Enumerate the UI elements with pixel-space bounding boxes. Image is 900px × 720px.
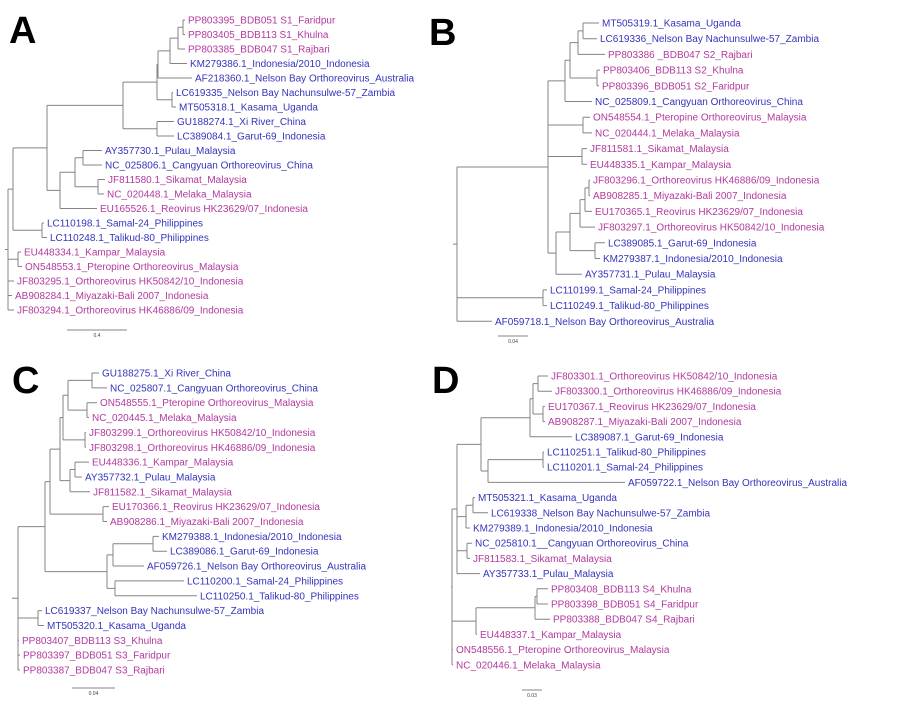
taxon-label: PP803398_BDB051 S4_Faridpur — [551, 600, 699, 611]
taxon-label: KM279389.1_Indonesia/2010_Indonesia — [473, 524, 653, 535]
taxon-label: LC619335_Nelson Bay Nachunsulwe-57_Zambi… — [176, 88, 395, 99]
taxon-label: JF803294.1_Orthoreovirus HK46886/09_Indo… — [17, 306, 244, 317]
taxon-label: AF218360.1_Nelson Bay Orthoreovirus_Aust… — [195, 74, 414, 85]
taxon-label: JF811581.1_Sikamat_Malaysia — [590, 144, 729, 155]
taxon-label: JF811582.1_Sikamat_Malaysia — [93, 487, 232, 498]
taxon-label: AB908285.1_Miyazaki-Bali 2007_Indonesia — [593, 191, 787, 202]
taxon-label: NC_025807.1_Cangyuan Orthoreovirus_China — [110, 383, 318, 394]
taxon-label: AY357732.1_Pulau_Malaysia — [85, 472, 216, 483]
taxon-label: AY357730.1_Pulau_Malaysia — [105, 146, 236, 157]
taxon-label: NC_020446.1_Melaka_Malaysia — [456, 660, 601, 671]
scale-bar-label: 0.4 — [94, 333, 101, 339]
taxon-label: PP803408_BDB113 S4_Khulna — [551, 584, 692, 595]
taxon-label: PP803388_BDB047 S4_Rajbari — [553, 615, 695, 626]
taxon-label: LC389086.1_Garut-69_Indonesia — [170, 547, 319, 558]
taxon-label: PP803396_BDB051 S2_Faridpur — [602, 81, 750, 92]
tree-branches — [451, 375, 625, 666]
taxon-label: LC110251.1_Talikud-80_Philippines — [547, 448, 706, 459]
taxon-label: PP803386 _BDB047 S2_Rajbari — [608, 50, 753, 61]
scale-bar-label: 0.04 — [89, 691, 99, 697]
taxon-label: AF059718.1_Nelson Bay Orthoreovirus_Aust… — [495, 317, 714, 328]
taxon-label: NC_025810.1__Cangyuan Orthoreovirus_Chin… — [475, 539, 689, 550]
taxon-label: MT505319.1_Kasama_Uganda — [602, 19, 741, 30]
tree-panel-c: GU188275.1_Xi River_ChinaNC_025807.1_Can… — [12, 369, 366, 697]
tree-branches — [453, 22, 605, 322]
scale-bar-label: 0.03 — [527, 693, 537, 699]
taxon-label: GU188274.1_Xi River_China — [177, 117, 306, 128]
taxon-label: PP803387_BDB047 S3_Rajbari — [23, 666, 165, 677]
taxon-label: LC110198.1_Samal-24_Philippines — [47, 219, 203, 230]
taxon-label: PP803406_BDB113 S2_Khulna — [603, 66, 744, 77]
taxon-label: LC389087.1_Garut-69_Indonesia — [575, 432, 724, 443]
taxon-label: AY357733.1_Pulau_Malaysia — [483, 569, 614, 580]
taxon-label: LC110199.1_Samal-24_Philippines — [550, 285, 706, 296]
taxon-label: JF803296.1_Orthoreovirus HK46886/09_Indo… — [593, 176, 820, 187]
tree-branches — [12, 372, 197, 671]
taxon-label: NC_020444.1_Melaka_Malaysia — [595, 128, 740, 139]
tree-panel-b: MT505319.1_Kasama_UgandaLC619336_Nelson … — [453, 19, 825, 345]
taxon-label: LC619336_Nelson Bay Nachunsulwe-57_Zambi… — [600, 34, 819, 45]
taxon-label: KM279386.1_Indonesia/2010_Indonesia — [190, 59, 370, 70]
taxon-label: LC110250.1_Talikud-80_Philippines — [200, 591, 359, 602]
taxon-label: JF811580.1_Sikamat_Malaysia — [108, 175, 247, 186]
taxon-label: EU448334.1_Kampar_Malaysia — [24, 248, 166, 259]
taxon-label: LC619337_Nelson Bay Nachunsulwe-57_Zambi… — [45, 606, 264, 617]
taxon-label: PP803397_BDB051 S3_Faridpur — [23, 651, 171, 662]
taxon-label: LC110248.1_Talikud-80_Philippines — [50, 233, 209, 244]
taxon-label: ON548556.1_Pteropine Orthoreovirus_Malay… — [456, 645, 670, 656]
panel-letter-a: A — [9, 10, 37, 52]
tree-panel-d: JF803301.1_Orthoreovirus HK50842/10_Indo… — [451, 372, 847, 699]
taxon-label: JF803299.1_Orthoreovirus HK50842/10_Indo… — [89, 428, 316, 439]
taxon-label: ON548554.1_Pteropine Orthoreovirus_Malay… — [593, 113, 807, 124]
taxon-label: PP803395_BDB051 S1_Faridpur — [188, 16, 336, 27]
taxon-label: AY357731.1_Pulau_Malaysia — [585, 270, 716, 281]
taxon-label: LC110201.1_Samal-24_Philippines — [547, 463, 703, 474]
tree-panel-a: PP803395_BDB051 S1_FaridpurPP803405_BDB1… — [5, 16, 414, 339]
taxon-label: PP803405_BDB113 S1_Khulna — [188, 30, 329, 41]
taxon-label: LC110200.1_Samal-24_Philippines — [187, 576, 343, 587]
taxon-label: LC389084.1_Garut-69_Indonesia — [177, 132, 326, 143]
taxon-label: ON548553.1_Pteropine Orthoreovirus_Malay… — [25, 262, 239, 273]
taxon-label: GU188275.1_Xi River_China — [102, 369, 231, 380]
taxon-label: KM279388.1_Indonesia/2010_Indonesia — [162, 532, 342, 543]
taxon-label: LC110249.1_Talikud-80_Philippines — [550, 301, 709, 312]
taxon-label: ON548555.1_Pteropine Orthoreovirus_Malay… — [100, 398, 314, 409]
panel-letter-d: D — [432, 360, 460, 402]
taxon-label: NC_025809.1_Cangyuan Orthoreovirus_China — [595, 97, 803, 108]
taxon-label: AB908286.1_Miyazaki-Bali 2007_Indonesia — [110, 517, 304, 528]
taxon-label: EU448335.1_Kampar_Malaysia — [590, 160, 732, 171]
taxon-label: PP803407_BDB113 S3_Khulna — [22, 636, 163, 647]
taxon-label: JF803295.1_Orthoreovirus HK50842/10_Indo… — [17, 277, 244, 288]
taxon-label: MT505320.1_Kasama_Uganda — [47, 621, 186, 632]
taxon-label: LC389085.1_Garut-69_Indonesia — [608, 238, 757, 249]
taxon-label: JF803300.1_Orthoreovirus HK46886/09_Indo… — [555, 387, 782, 398]
taxon-label: KM279387.1_Indonesia/2010_Indonesia — [603, 254, 783, 265]
taxon-label: AF059722.1_Nelson Bay Orthoreovirus_Aust… — [628, 478, 847, 489]
taxon-label: JF803297.1_Orthoreovirus HK50842/10_Indo… — [598, 223, 825, 234]
taxon-label: NC_025806.1_Cangyuan Orthoreovirus_China — [105, 161, 313, 172]
scale-bar-label: 0.04 — [508, 339, 518, 345]
tree-branches — [5, 19, 192, 311]
taxon-label: JF803301.1_Orthoreovirus HK50842/10_Indo… — [551, 372, 778, 383]
taxon-label: EU170367.1_Reovirus HK23629/07_Indonesia — [548, 402, 756, 413]
taxon-label: JF803298.1_Orthoreovirus HK46886/09_Indo… — [89, 443, 316, 454]
taxon-label: EU448337.1_Kampar_Malaysia — [480, 630, 622, 641]
taxon-label: PP803385_BDB047 S1_Rajbari — [188, 45, 330, 56]
taxon-label: MT505318.1_Kasama_Uganda — [179, 103, 318, 114]
taxon-label: MT505321.1_Kasama_Uganda — [478, 493, 617, 504]
taxon-label: EU448336.1_Kampar_Malaysia — [92, 458, 234, 469]
taxon-label: AB908284.1_Miyazaki-Bali 2007_Indonesia — [15, 291, 209, 302]
taxon-label: EU165526.1_Reovirus HK23629/07_Indonesia — [100, 204, 308, 215]
panel-letter-c: C — [12, 360, 40, 402]
panel-letter-b: B — [429, 12, 457, 54]
taxon-label: AB908287.1_Miyazaki-Bali 2007_Indonesia — [548, 417, 742, 428]
taxon-label: AF059726.1_Nelson Bay Orthoreovirus_Aust… — [147, 562, 366, 573]
taxon-label: EU170366.1_Reovirus HK23629/07_Indonesia — [112, 502, 320, 513]
taxon-label: EU170365.1_Reovirus HK23629/07_Indonesia — [595, 207, 803, 218]
taxon-label: NC_020445.1_Melaka_Malaysia — [92, 413, 237, 424]
taxon-label: LC619338_Nelson Bay Nachunsulwe-57_Zambi… — [491, 508, 710, 519]
taxon-label: JF811583.1_Sikamat_Malaysia — [473, 554, 612, 565]
taxon-label: NC_020448.1_Melaka_Malaysia — [107, 190, 252, 201]
